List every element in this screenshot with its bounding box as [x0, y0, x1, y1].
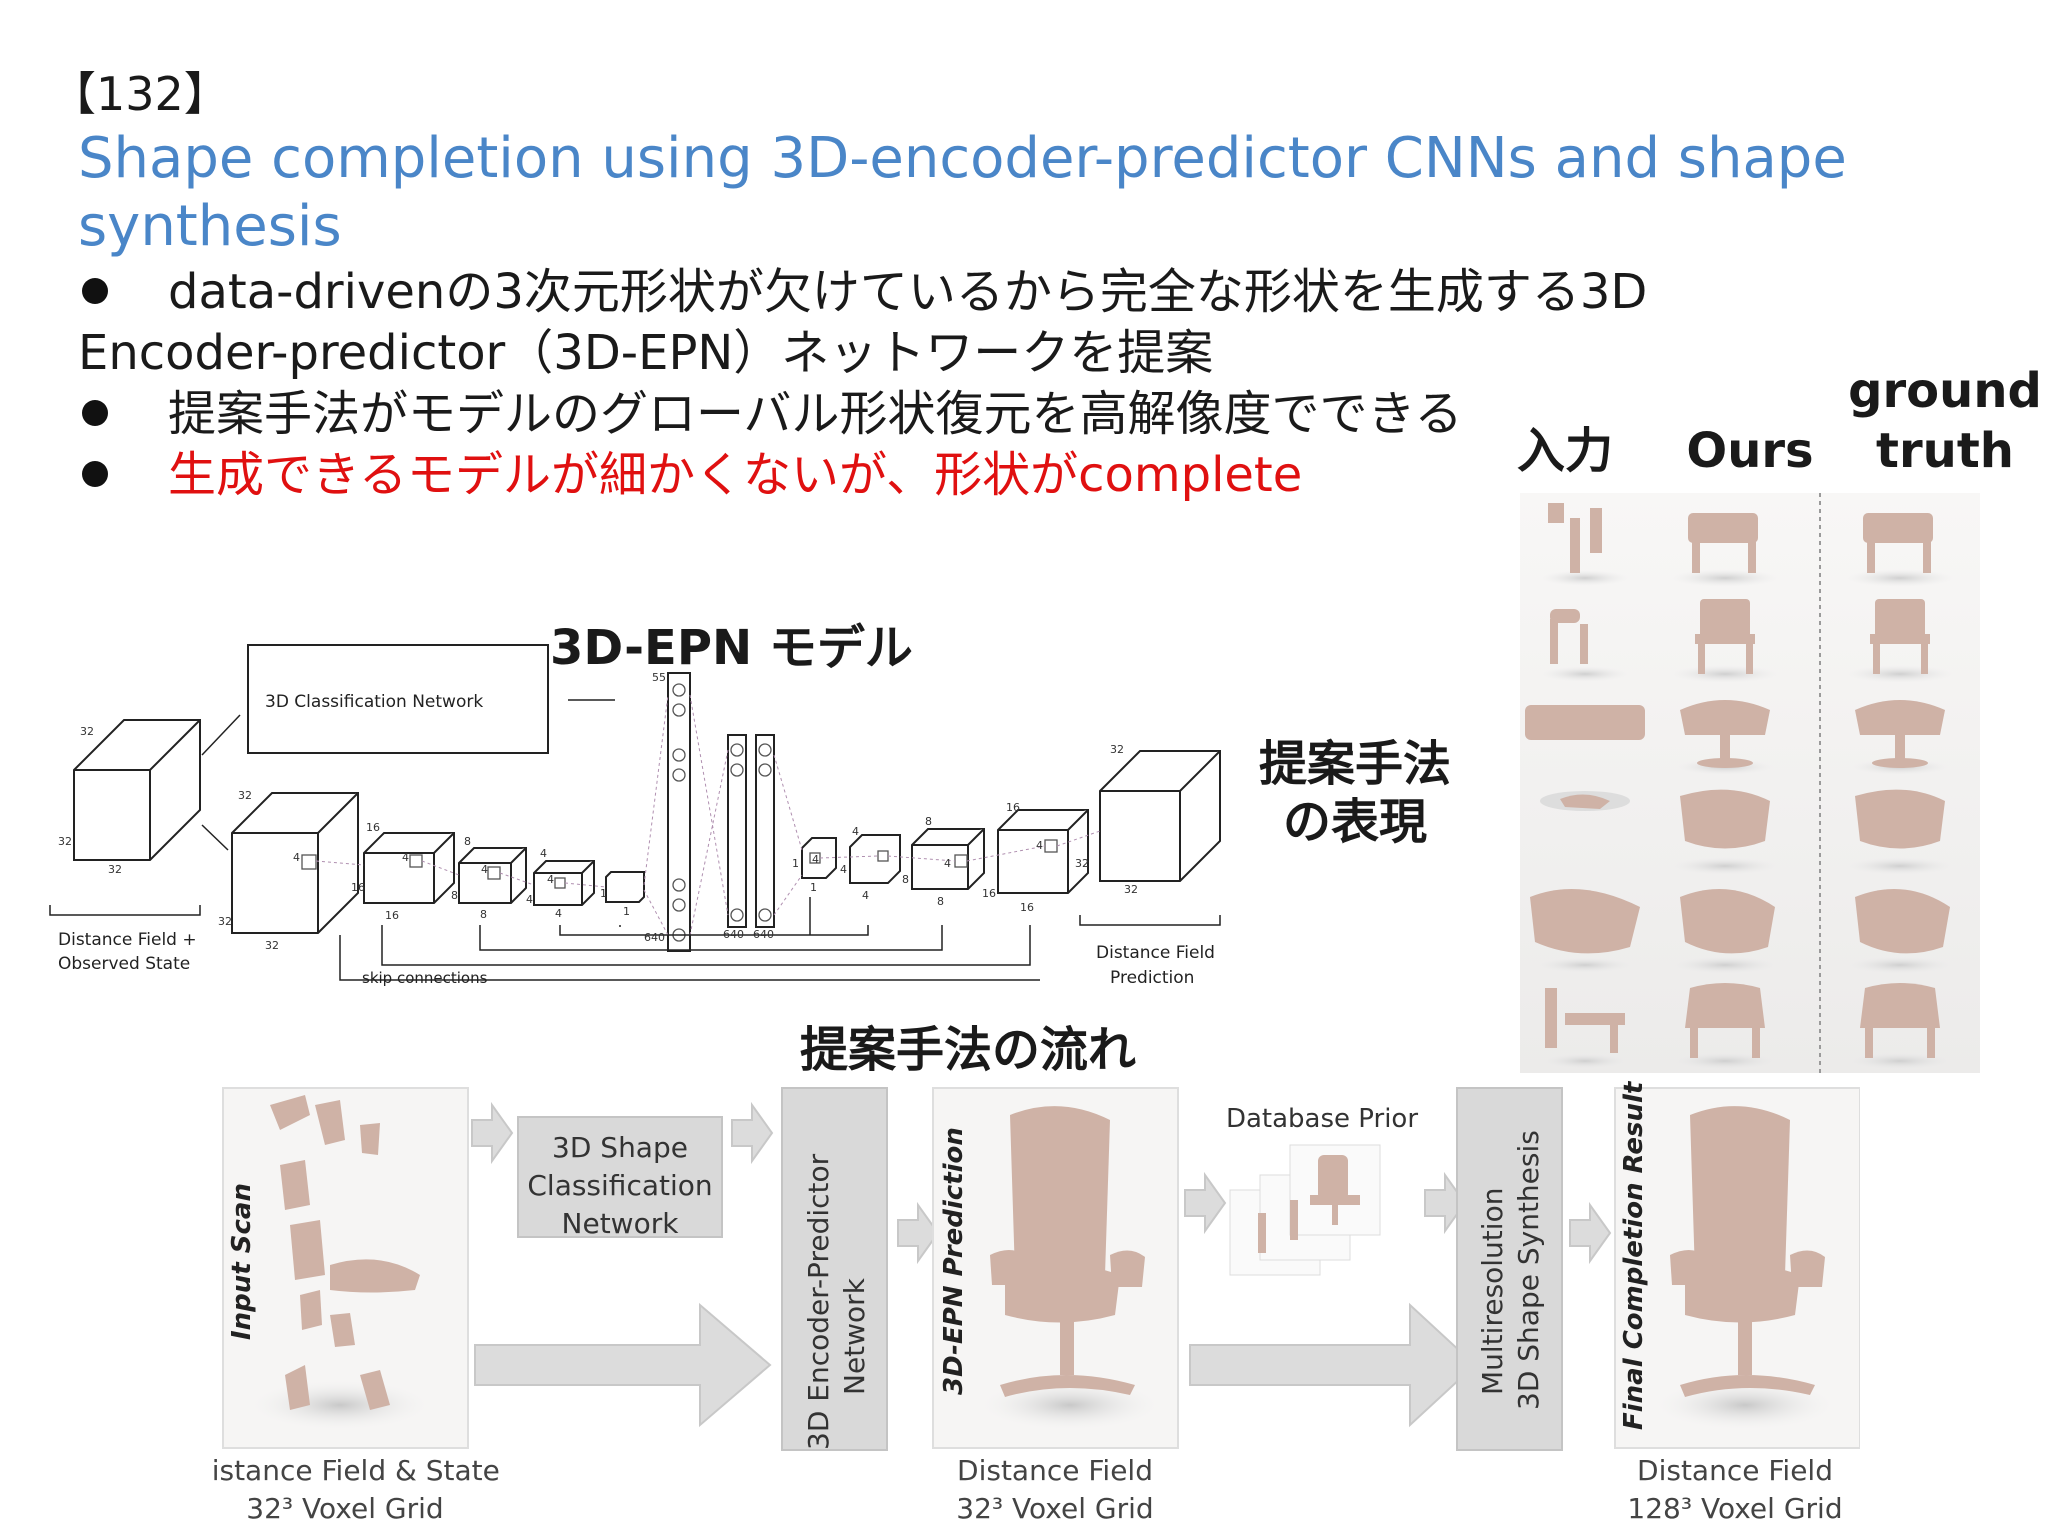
classification-box-label: 3D Classification Network [265, 692, 483, 712]
final-result-label: Final Completion Result [1619, 1080, 1649, 1430]
caption-1-line1: Distance Field & State [210, 1454, 500, 1487]
dim: 16 [1020, 901, 1034, 914]
dim: 4 [547, 873, 554, 886]
caption-3-line2: 128³ Voxel Grid [1627, 1492, 1842, 1525]
dim: 1 [600, 887, 607, 900]
dim: 32 [80, 725, 94, 738]
dim: 4 [540, 847, 547, 860]
architecture-diagram: 3D Classification Network Distance Field… [49, 644, 1221, 988]
output-caption-1: Distance Field [1096, 943, 1215, 963]
db-prior-label: Database Prior [1226, 1104, 1418, 1134]
side-label-line1: 提案手法 [1258, 736, 1451, 792]
input-caption-1: Distance Field + [58, 930, 197, 950]
input-scan-label: Input Scan [227, 1183, 257, 1340]
column-header-input: 入力 [1516, 423, 1613, 479]
dim: 4 [862, 889, 869, 902]
dim: 32 [108, 863, 122, 876]
dim: 4 [402, 851, 409, 864]
side-label-line2: の表現 [1282, 794, 1427, 850]
dim: 1 [623, 905, 630, 918]
dim: 4 [944, 857, 951, 870]
slide-title: Shape completion using 3D-encoder-predic… [78, 126, 1847, 259]
dim: 32 [1075, 857, 1089, 870]
dim: 8 [464, 835, 471, 848]
dim: 32 [1124, 883, 1138, 896]
epn-line2: Network [838, 1277, 871, 1395]
caption-3-line1: Distance Field [1637, 1454, 1833, 1487]
comparison-grid [1520, 493, 1980, 1073]
row-6 [1540, 983, 1955, 1070]
dim: 32 [218, 915, 232, 928]
epn-line1: 3D Encoder-Predictor [802, 1153, 835, 1450]
caption-2-line2: 32³ Voxel Grid [956, 1492, 1153, 1525]
column-header-truth: truth [1876, 423, 2014, 479]
bullet-continuation: Encoder-predictor（3D-EPN）ネットワークを提案 [78, 325, 1214, 381]
input-caption-2: Observed State [58, 954, 190, 974]
flow-diagram: 3D Shape Classification Network Database… [210, 1080, 1860, 1525]
synth-line2: 3D Shape Synthesis [1512, 1130, 1545, 1410]
dim: 8 [937, 895, 944, 908]
dim: 4 [555, 907, 562, 920]
dim: 32 [238, 789, 252, 802]
bullet-item-highlight: 生成できるモデルが細かくないが、形状がcomplete [78, 445, 1928, 506]
dim: 16 [982, 887, 996, 900]
cls-line3: Network [562, 1207, 680, 1240]
dim: 640 [723, 928, 744, 941]
dim: 8 [902, 873, 909, 886]
row-4 [1540, 789, 1955, 875]
dim: 32 [265, 939, 279, 952]
dim: 32 [1110, 743, 1124, 756]
dim: 4 [481, 863, 488, 876]
bullet-list: data-drivenの3次元形状が欠けているから完全な形状を生成する3D En… [78, 262, 1928, 506]
row-3 [1525, 700, 1950, 775]
classification-network-box [517, 1116, 723, 1238]
bullet-dot-icon [82, 461, 108, 487]
dim: 1 [810, 881, 817, 894]
dim: 4 [840, 863, 847, 876]
classification-box [247, 644, 549, 754]
dim: 8 [925, 815, 932, 828]
dim: 55 [652, 671, 666, 684]
cls-line2: Classification [527, 1169, 712, 1202]
row-5 [1530, 889, 1955, 974]
skip-caption: skip connections [362, 969, 488, 987]
dim: 1 [792, 857, 799, 870]
dim: 4 [1036, 839, 1043, 852]
dim: 640 [644, 931, 665, 944]
bullet-item: data-drivenの3次元形状が欠けているから完全な形状を生成する3D [78, 262, 1928, 323]
dim: 16 [385, 909, 399, 922]
bullet-item: 提案手法がモデルのグローバル形状復元を高解像度でできる [78, 384, 1928, 445]
row-2 [1540, 599, 1955, 683]
dim: 640 [753, 928, 774, 941]
dim: 8 [480, 908, 487, 921]
synth-line1: Multiresolution [1476, 1188, 1509, 1395]
model-title: 3D-EPN モデル [550, 620, 913, 676]
dim: 16 [1006, 801, 1020, 814]
shape-synthesis-box [1456, 1087, 1563, 1451]
slide-number: 【132】 [50, 67, 230, 121]
dim: 4 [293, 851, 300, 864]
epn-prediction-label: 3D-EPN Prediction [939, 1127, 969, 1395]
caption-2-line1: Distance Field [957, 1454, 1153, 1487]
cls-line1: 3D Shape [552, 1131, 688, 1164]
dim: 16 [366, 821, 380, 834]
column-header-ground: ground [1848, 363, 2042, 419]
dim: 8 [451, 889, 458, 902]
bullet-dot-icon [82, 278, 108, 304]
column-header-ours: Ours [1686, 423, 1814, 479]
row-1 [1540, 503, 1955, 587]
flow-title: 提案手法の流れ [800, 1022, 1137, 1078]
encoder-predictor-box [781, 1087, 888, 1451]
dim: 4 [812, 853, 819, 866]
dim: 4 [852, 825, 859, 838]
dim: 32 [58, 835, 72, 848]
output-caption-2: Prediction [1110, 968, 1194, 988]
dim: 4 [526, 893, 533, 906]
dim: 16 [351, 881, 365, 894]
bullet-dot-icon [82, 400, 108, 426]
caption-1-line2: 32³ Voxel Grid [246, 1492, 443, 1525]
